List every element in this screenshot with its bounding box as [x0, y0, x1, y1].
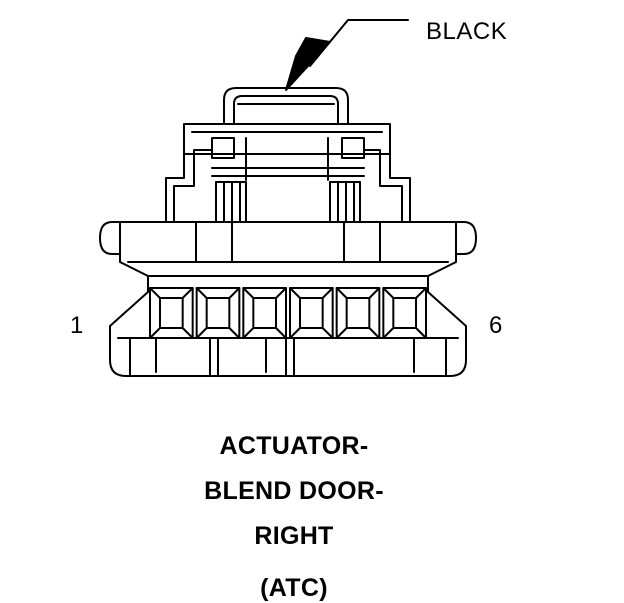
- latch-handle: [223, 87, 349, 125]
- title-line-4: (ATC): [260, 574, 328, 602]
- cavity-1: [149, 287, 194, 339]
- color-leader: [285, 19, 409, 91]
- cavity-4: [289, 287, 334, 339]
- cavity-6: [382, 287, 428, 339]
- cavity-3: [242, 287, 287, 339]
- title-line-2: BLEND DOOR-: [204, 477, 384, 505]
- cavity-5: [335, 287, 381, 339]
- upper-body: [183, 123, 391, 181]
- title-line-1: ACTUATOR-: [219, 432, 369, 460]
- terminal-cavities: [149, 287, 428, 339]
- main-housing: [99, 221, 477, 377]
- title-line-3: RIGHT: [254, 522, 334, 550]
- wire-color-label: BLACK: [426, 18, 508, 45]
- cavity-2: [195, 287, 241, 339]
- pin-1-label: 1: [70, 312, 84, 339]
- pin-6-label: 6: [489, 312, 503, 339]
- middle-body: [165, 149, 411, 223]
